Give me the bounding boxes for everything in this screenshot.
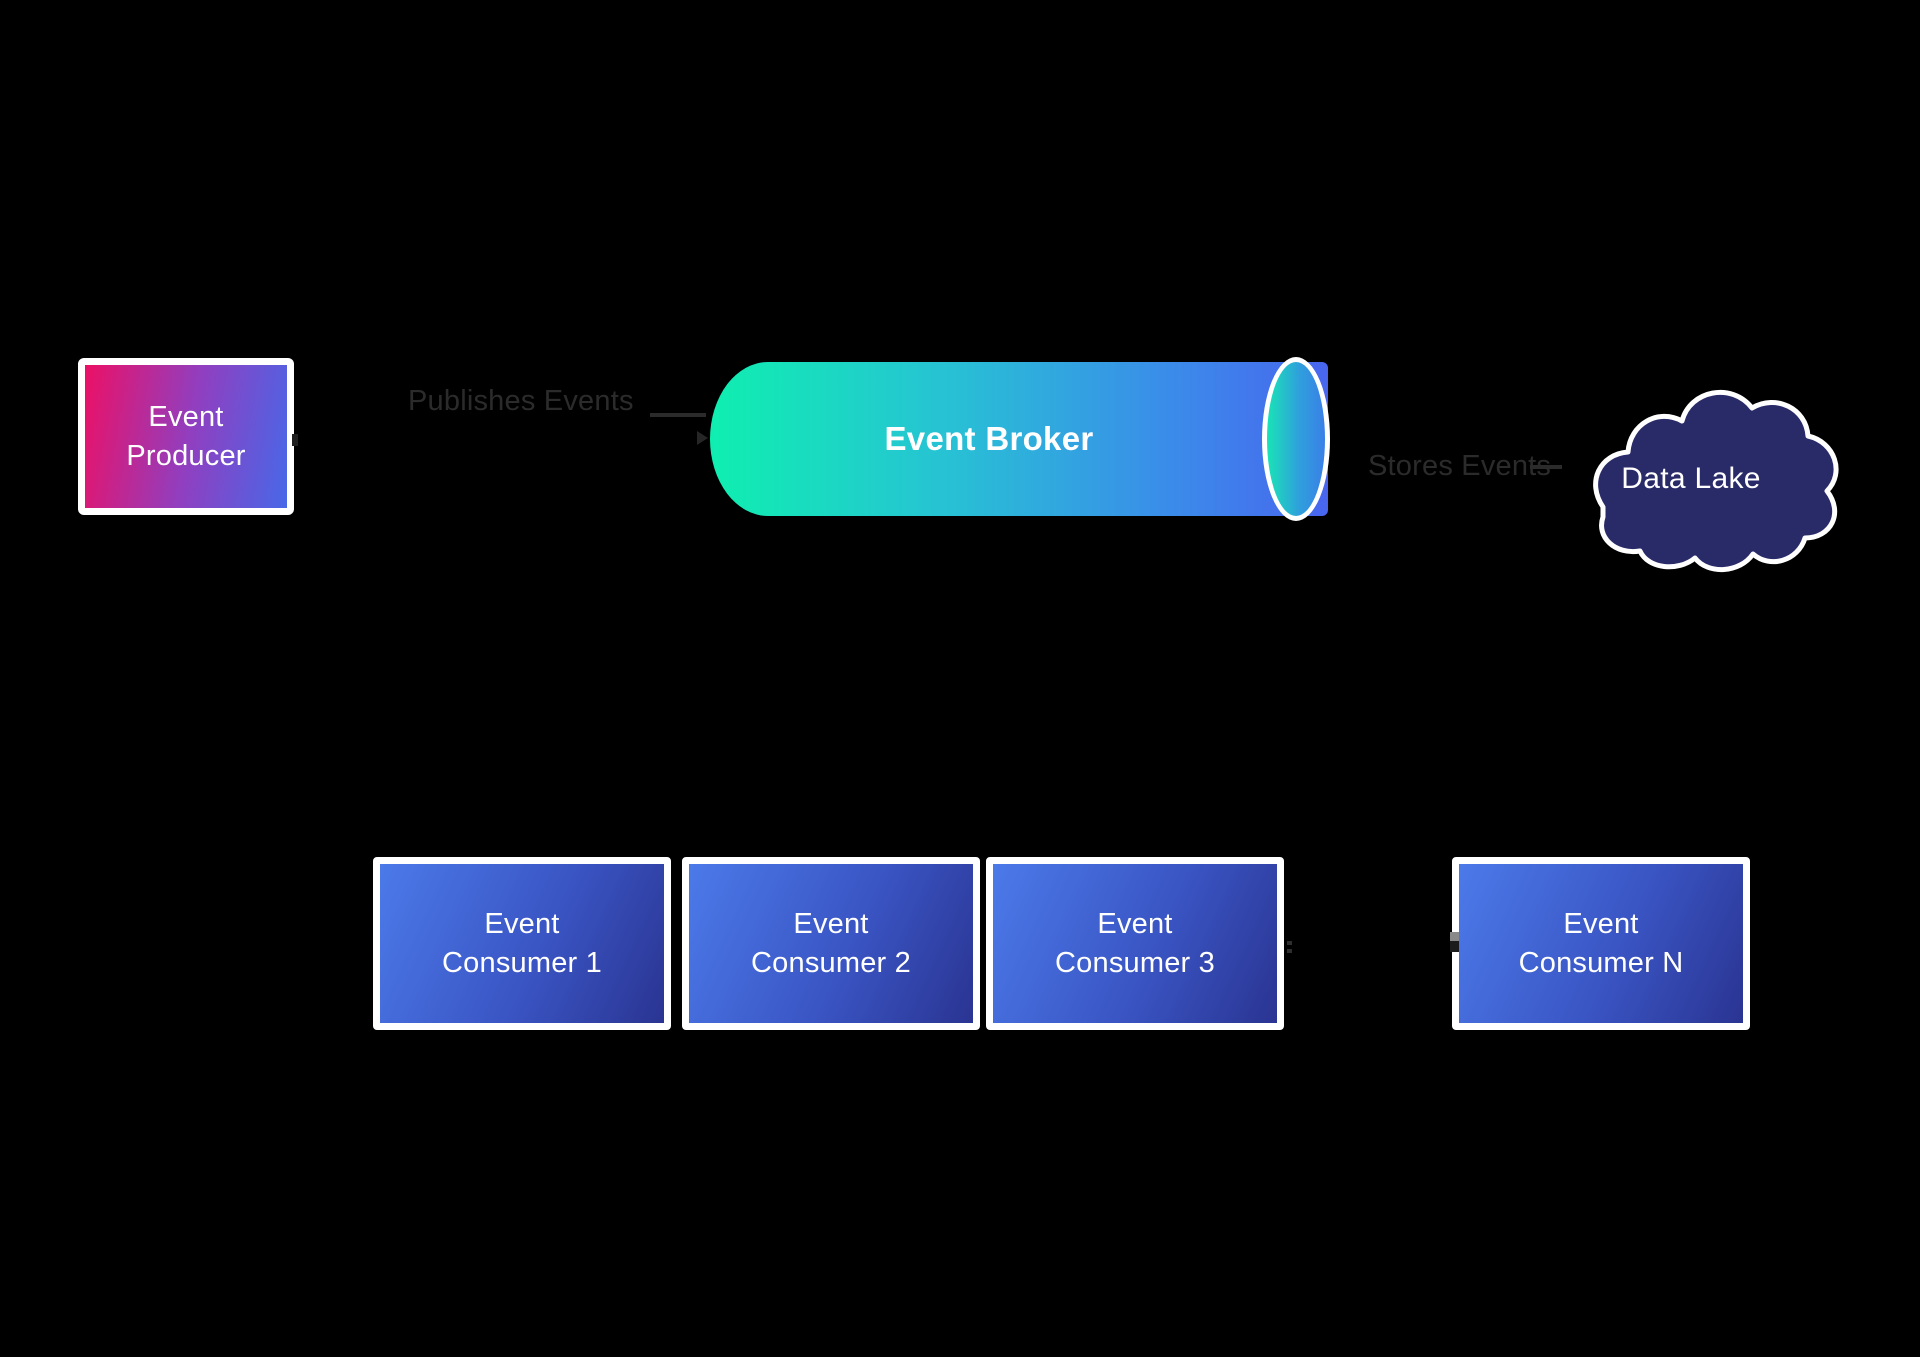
event-producer-label-line2: Producer [126, 439, 246, 472]
data-lake-node: Data Lake [1548, 370, 1848, 588]
event-consumer-1-label-line1: Event [484, 908, 560, 941]
event-producer-node: Event Producer [78, 358, 294, 515]
consumer-gap-ellipsis-dot [1287, 941, 1292, 945]
broker-datalake-connector-line [1530, 465, 1562, 469]
event-consumer-2-label-line2: Consumer 2 [751, 946, 911, 979]
event-consumer-1-node: Event Consumer 1 [373, 857, 671, 1030]
event-consumer-n-label-line2: Consumer N [1518, 946, 1684, 979]
cylinder-face-ellipse-icon [1262, 357, 1330, 521]
consumer-gap-ellipsis-dot [1287, 949, 1292, 953]
event-consumer-2-node: Event Consumer 2 [682, 857, 980, 1030]
producer-connector-stub [292, 434, 298, 446]
event-consumer-3-label-line1: Event [1097, 908, 1173, 941]
event-consumer-1-label-line2: Consumer 1 [442, 946, 602, 979]
consumer-gap-connector-mark [1450, 941, 1459, 952]
consumer-gap-connector-mark [1450, 932, 1459, 941]
cloud-icon [1593, 390, 1839, 573]
event-producer-label: Event Producer [126, 398, 245, 475]
event-consumer-3-label-line2: Consumer 3 [1055, 946, 1215, 979]
data-lake-label: Data Lake [1621, 462, 1761, 495]
event-consumer-2-label-line1: Event [793, 908, 869, 941]
arrow-right-icon [697, 431, 708, 445]
event-broker-label: Event Broker [884, 420, 1094, 457]
event-consumer-3-node: Event Consumer 3 [986, 857, 1284, 1030]
publishes-events-label: Publishes Events [408, 385, 634, 417]
stores-events-label: Stores Events [1368, 450, 1552, 482]
event-consumer-n-node: Event Consumer N [1452, 857, 1750, 1030]
event-consumer-n-label-line1: Event [1563, 908, 1639, 941]
producer-broker-connector-line [650, 413, 706, 417]
event-producer-label-line1: Event [148, 401, 224, 434]
event-broker-cylinder: Event Broker [710, 362, 1328, 516]
